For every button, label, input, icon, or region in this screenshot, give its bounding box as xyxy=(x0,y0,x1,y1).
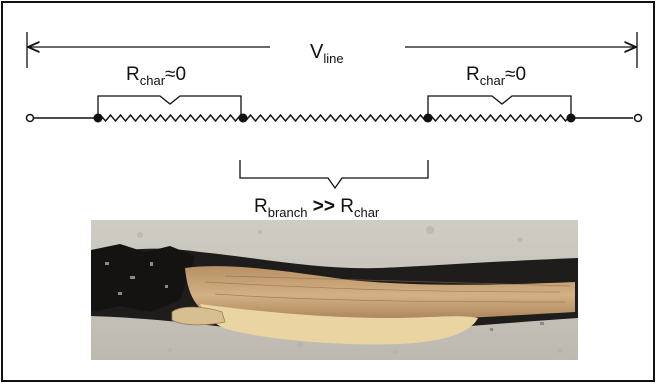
branch-resistor-line xyxy=(33,115,633,121)
terminal-right xyxy=(635,115,642,122)
resistor-zigzag xyxy=(98,115,571,121)
r-char-right-label: Rchar≈0 xyxy=(466,64,526,88)
r-char-left-label: Rchar≈0 xyxy=(126,64,186,88)
node-char-right-end xyxy=(567,114,576,123)
terminal-left xyxy=(27,115,34,122)
r-char-right-brace xyxy=(428,96,571,118)
r-branch-brace xyxy=(240,160,428,188)
node-char-left-end xyxy=(239,114,248,123)
v-line-label: Vline xyxy=(310,41,344,66)
node-char-right-start xyxy=(424,114,433,123)
r-branch-label: Rbranch >> Rchar xyxy=(254,196,380,220)
r-char-left-brace xyxy=(98,96,241,118)
node-char-left-start xyxy=(94,114,103,123)
charred-branch-photo xyxy=(91,220,578,360)
